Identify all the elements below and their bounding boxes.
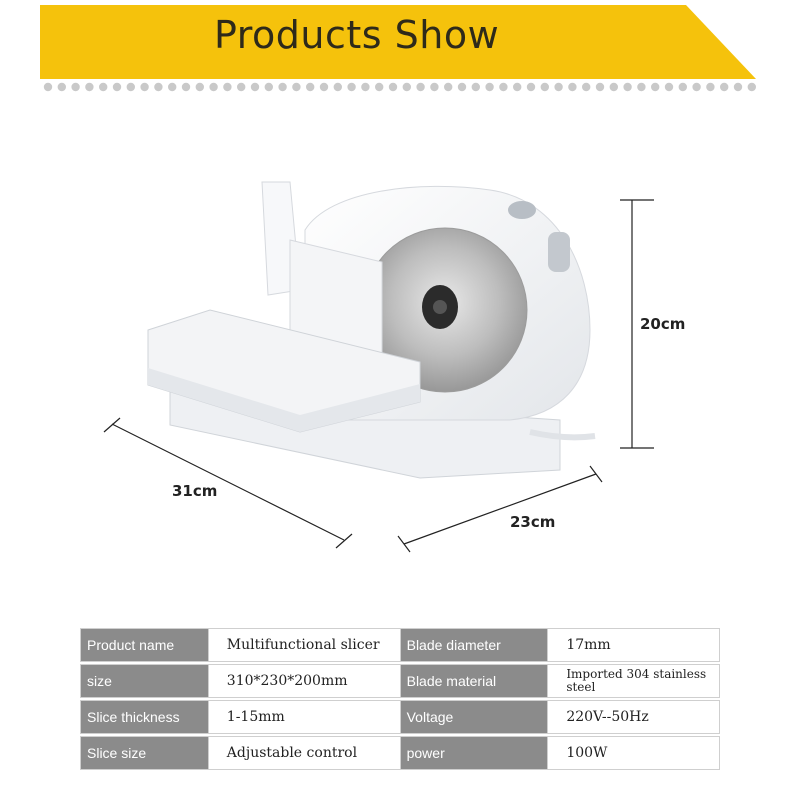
divider-dot [609, 82, 618, 92]
divider-dot [444, 82, 453, 92]
divider-dot [264, 82, 273, 92]
divider-dot [568, 82, 577, 92]
divider-dot [554, 82, 563, 92]
banner-ribbon-shape [40, 5, 756, 79]
spec-value: Imported 304 stainless steel [547, 664, 720, 698]
divider-dot [168, 82, 177, 92]
divider-dot [250, 82, 260, 92]
width-dimension-label: 31cm [172, 482, 218, 500]
spec-key: Product name [80, 628, 209, 662]
divider-dot [292, 82, 301, 92]
divider-dot [140, 82, 149, 92]
divider-dot [664, 82, 674, 92]
divider-dot [306, 82, 315, 92]
divider-dot [499, 82, 508, 92]
divider-dot [333, 82, 342, 92]
spec-key: power [399, 736, 549, 770]
divider-dot [540, 82, 549, 92]
divider-dot [278, 82, 287, 92]
divider-dot [623, 82, 632, 92]
divider-dot [706, 82, 715, 92]
divider-dot [637, 82, 646, 92]
spec-value: Multifunctional slicer [207, 628, 401, 662]
spec-table: Product name Multifunctional slicer Blad… [80, 628, 720, 770]
dotted-divider [43, 82, 756, 92]
depth-dimension-label: 23cm [510, 513, 556, 531]
divider-dot [595, 82, 605, 92]
meat-slicer-image [147, 181, 596, 479]
divider-dot [582, 82, 591, 92]
spec-value: 310*230*200mm [207, 664, 401, 698]
spec-value: 100W [547, 736, 720, 770]
divider-dot [720, 82, 729, 92]
divider-dot [416, 82, 425, 92]
divider-dot [112, 82, 122, 92]
divider-dot [678, 82, 687, 92]
divider-dot [223, 82, 232, 92]
divider-dot [99, 82, 108, 92]
divider-dot [651, 82, 660, 92]
divider-dot [181, 82, 191, 92]
divider-dot [430, 82, 439, 92]
divider-dot [126, 82, 135, 92]
banner-title: Products Show [214, 13, 500, 57]
table-row: Slice size Adjustable control power 100W [80, 736, 720, 770]
divider-dot [237, 82, 246, 92]
spec-key: size [80, 664, 209, 698]
spec-key: Voltage [399, 700, 549, 734]
divider-dot [526, 82, 536, 92]
divider-dot [57, 82, 66, 92]
divider-dot [195, 82, 204, 92]
divider-dot [402, 82, 411, 92]
divider-dot [485, 82, 494, 92]
spec-key: Slice size [80, 736, 209, 770]
spec-value: 1-15mm [207, 700, 401, 734]
divider-dot [154, 82, 163, 92]
divider-dot [471, 82, 480, 92]
divider-dot [71, 82, 80, 92]
divider-dot [361, 82, 370, 92]
table-row: Slice thickness 1-15mm Voltage 220V--50H… [80, 700, 720, 734]
spec-key: Blade material [399, 664, 549, 698]
divider-dot [209, 82, 218, 92]
divider-dot [347, 82, 356, 92]
divider-dot [85, 82, 94, 92]
table-row: Product name Multifunctional slicer Blad… [80, 628, 720, 662]
spec-value: 17mm [547, 628, 720, 662]
table-row: size 310*230*200mm Blade material Import… [80, 664, 720, 698]
divider-dot [747, 82, 756, 92]
divider-dot [388, 82, 398, 92]
divider-dot [457, 82, 467, 92]
height-dimension-label: 20cm [640, 315, 686, 333]
spec-value: 220V--50Hz [547, 700, 720, 734]
divider-dot [692, 82, 701, 92]
spec-key: Slice thickness [80, 700, 209, 734]
spec-key: Blade diameter [399, 628, 549, 662]
divider-dot [375, 82, 384, 92]
spec-value: Adjustable control [207, 736, 401, 770]
divider-dot [319, 82, 329, 92]
products-show-banner: Products Show [40, 5, 756, 81]
divider-dot [43, 82, 53, 92]
divider-dot [733, 82, 743, 92]
divider-dot [513, 82, 522, 92]
